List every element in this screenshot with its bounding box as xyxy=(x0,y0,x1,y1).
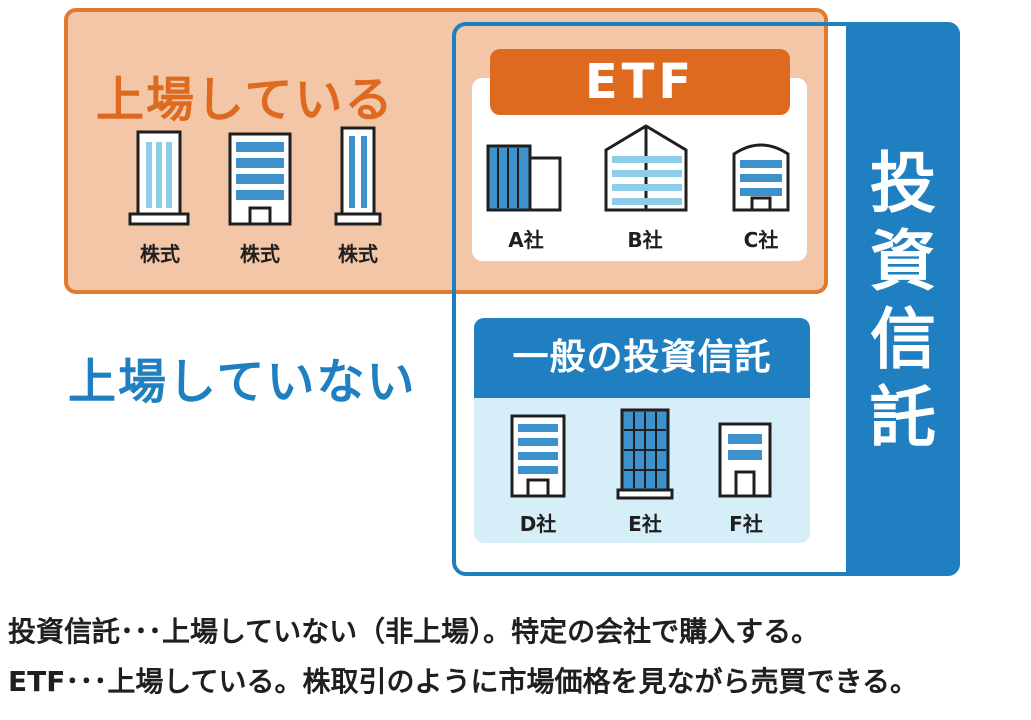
investment-trust-char: 信 xyxy=(870,301,936,378)
company-label: E社 xyxy=(628,512,662,536)
company-building-icon xyxy=(718,422,772,498)
company-building-icon xyxy=(604,124,688,212)
general-trust-title: 一般の投資信託 xyxy=(474,318,810,398)
investment-trust-band xyxy=(846,22,960,576)
stock-label: 株式 xyxy=(240,242,280,266)
company-building-icon xyxy=(732,143,790,212)
etf-title: ETF xyxy=(490,49,790,115)
company-label: D社 xyxy=(519,512,557,536)
investment-trust-char: 資 xyxy=(870,223,936,300)
stock-building-icon xyxy=(128,130,190,226)
note-etf: ETF･･･上場している。株取引のように市場価格を見ながら売買できる。 xyxy=(8,665,918,698)
company-building-icon xyxy=(616,408,674,500)
company-label: B社 xyxy=(627,228,663,252)
stock-label: 株式 xyxy=(338,242,378,266)
stock-building-icon xyxy=(334,126,382,226)
company-building-icon xyxy=(510,414,566,498)
stock-building-icon xyxy=(228,132,292,226)
company-building-icon xyxy=(486,144,562,212)
investment-trust-label: 投 資 信 託 xyxy=(846,145,960,457)
company-label: C社 xyxy=(743,228,779,252)
company-label: A社 xyxy=(508,228,544,252)
company-label: F社 xyxy=(729,512,763,536)
unlisted-title: 上場していない xyxy=(68,354,417,410)
listed-title: 上場している xyxy=(96,72,395,128)
investment-trust-char: 託 xyxy=(870,379,936,456)
investment-trust-char: 投 xyxy=(870,145,936,222)
note-investment-trust: 投資信託･･･上場していない（非上場）。特定の会社で購入する。 xyxy=(8,615,820,648)
stock-label: 株式 xyxy=(140,242,180,266)
